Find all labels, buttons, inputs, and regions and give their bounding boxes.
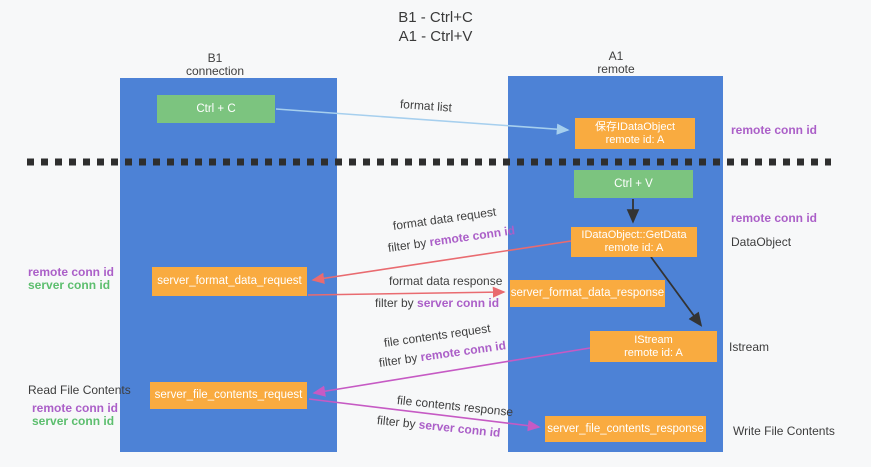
node-ctrl-v-label: Ctrl + V: [614, 177, 653, 190]
title-line-1: B1 - Ctrl+C: [398, 9, 473, 26]
node-server-file-contents-request: server_file_contents_request: [150, 382, 307, 409]
node-server-file-contents-response: server_file_contents_response: [545, 416, 706, 442]
label-format-request-filter-key: remote conn id: [428, 223, 516, 250]
label-left-remote-conn-id-bottom: remote conn id: [32, 401, 119, 415]
node-format-request-label: server_format_data_request: [157, 275, 302, 287]
node-ctrl-c: Ctrl + C: [157, 95, 275, 123]
node-format-response-label: server_format_data_response: [510, 287, 665, 299]
lane-left-role: connection: [185, 64, 245, 78]
label-left-server-conn-id-bottom: server conn id: [32, 414, 115, 428]
diagram-title: B1 - Ctrl+C A1 - Ctrl+V: [0, 8, 871, 46]
label-left-server-conn-id-top: server conn id: [28, 278, 111, 292]
node-save-dataobject-line2: remote id: A: [605, 133, 665, 146]
node-istream: IStream remote id: A: [590, 331, 717, 362]
node-ctrl-c-label: Ctrl + C: [196, 102, 236, 115]
label-file-contents-response: file contents response: [396, 393, 514, 420]
node-idataobject-getdata: IDataObject::GetData remote id: A: [571, 227, 697, 257]
label-format-response-filter-key: server conn id: [417, 296, 500, 310]
node-istream-line1: IStream: [634, 333, 673, 346]
lane-left-name: B1: [207, 51, 223, 65]
label-istream: Istream: [729, 340, 770, 354]
label-right-remote-conn-id-mid: remote conn id: [731, 211, 818, 225]
label-format-response-filter-prefix: filter by: [375, 296, 418, 310]
node-getdata-line1: IDataObject::GetData: [581, 229, 687, 241]
node-save-dataobject-line1: 保存IDataObject: [594, 120, 676, 133]
lane-header-left: B1 connection: [165, 52, 265, 78]
node-istream-line2: remote id: A: [624, 346, 683, 359]
node-server-format-data-request: server_format_data_request: [152, 267, 307, 296]
label-right-remote-conn-id-top: remote conn id: [731, 123, 818, 137]
node-ctrl-v: Ctrl + V: [574, 170, 693, 198]
label-write-file-contents: Write File Contents: [733, 424, 835, 438]
title-line-2: A1 - Ctrl+V: [398, 28, 473, 45]
label-format-request-filter-prefix: filter by: [387, 235, 431, 255]
lane-right-role: remote: [597, 62, 635, 76]
label-file-response-filter-key: server conn id: [418, 417, 502, 440]
node-server-format-data-response: server_format_data_response: [510, 280, 665, 307]
label-file-response-filter-prefix: filter by: [376, 413, 420, 432]
lane-header-right: A1 remote: [566, 50, 666, 76]
format-data-response-arrow: [307, 286, 506, 298]
label-file-request-filter-prefix: filter by: [378, 350, 422, 370]
label-format-list: format list: [399, 97, 453, 115]
label-file-response-filter: filter by server conn id: [376, 413, 501, 440]
label-format-data-response: format data response: [389, 274, 503, 288]
node-save-dataobject: 保存IDataObject remote id: A: [575, 118, 695, 149]
label-format-response-filter: filter by server conn id: [375, 296, 499, 310]
node-file-request-label: server_file_contents_request: [154, 389, 303, 401]
label-left-remote-conn-id-top: remote conn id: [28, 265, 115, 279]
node-getdata-line2: remote id: A: [604, 242, 664, 254]
label-dataobject: DataObject: [731, 235, 792, 249]
label-read-file-contents: Read File Contents: [28, 383, 131, 397]
lane-right-name: A1: [608, 49, 624, 63]
node-file-response-label: server_file_contents_response: [547, 422, 704, 435]
